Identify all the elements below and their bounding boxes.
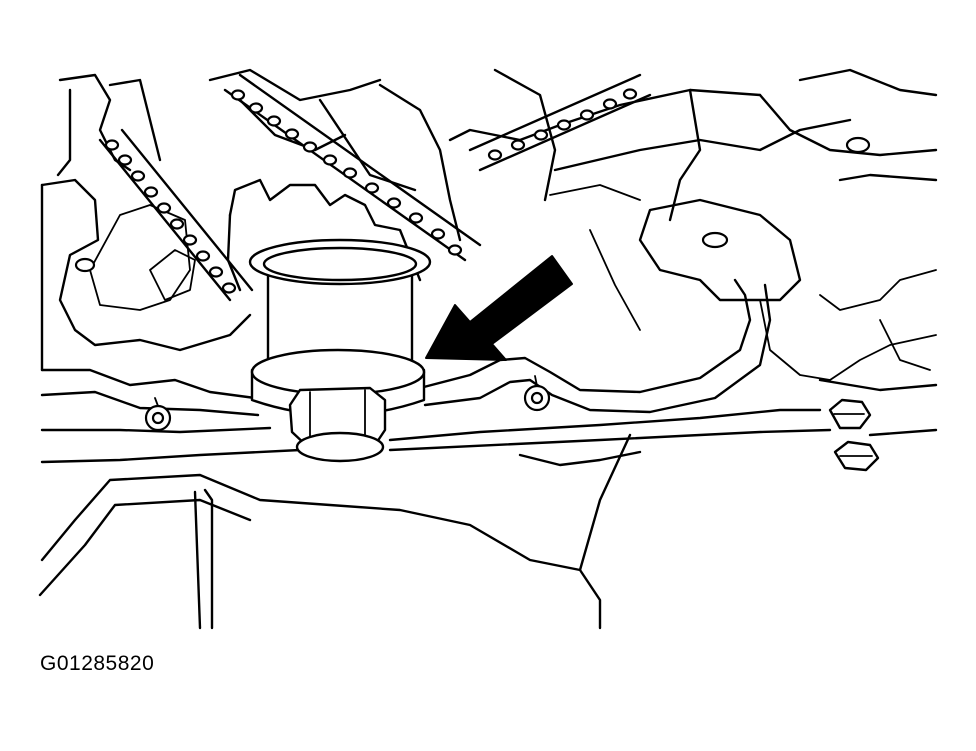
arrow-icon <box>425 255 573 361</box>
oil-pan-flange <box>40 278 938 464</box>
crankshaft-sprocket <box>226 178 422 292</box>
figure-id-label: G01285820 <box>40 652 155 675</box>
timing-chain <box>98 73 652 302</box>
right-bolts <box>828 398 880 472</box>
bolt-hole-upper-right <box>845 136 871 154</box>
crank-bolt <box>288 386 387 463</box>
oil-pan-body <box>38 433 642 630</box>
bolt-hole-left <box>74 257 96 273</box>
bolt-hole-right <box>701 231 729 249</box>
